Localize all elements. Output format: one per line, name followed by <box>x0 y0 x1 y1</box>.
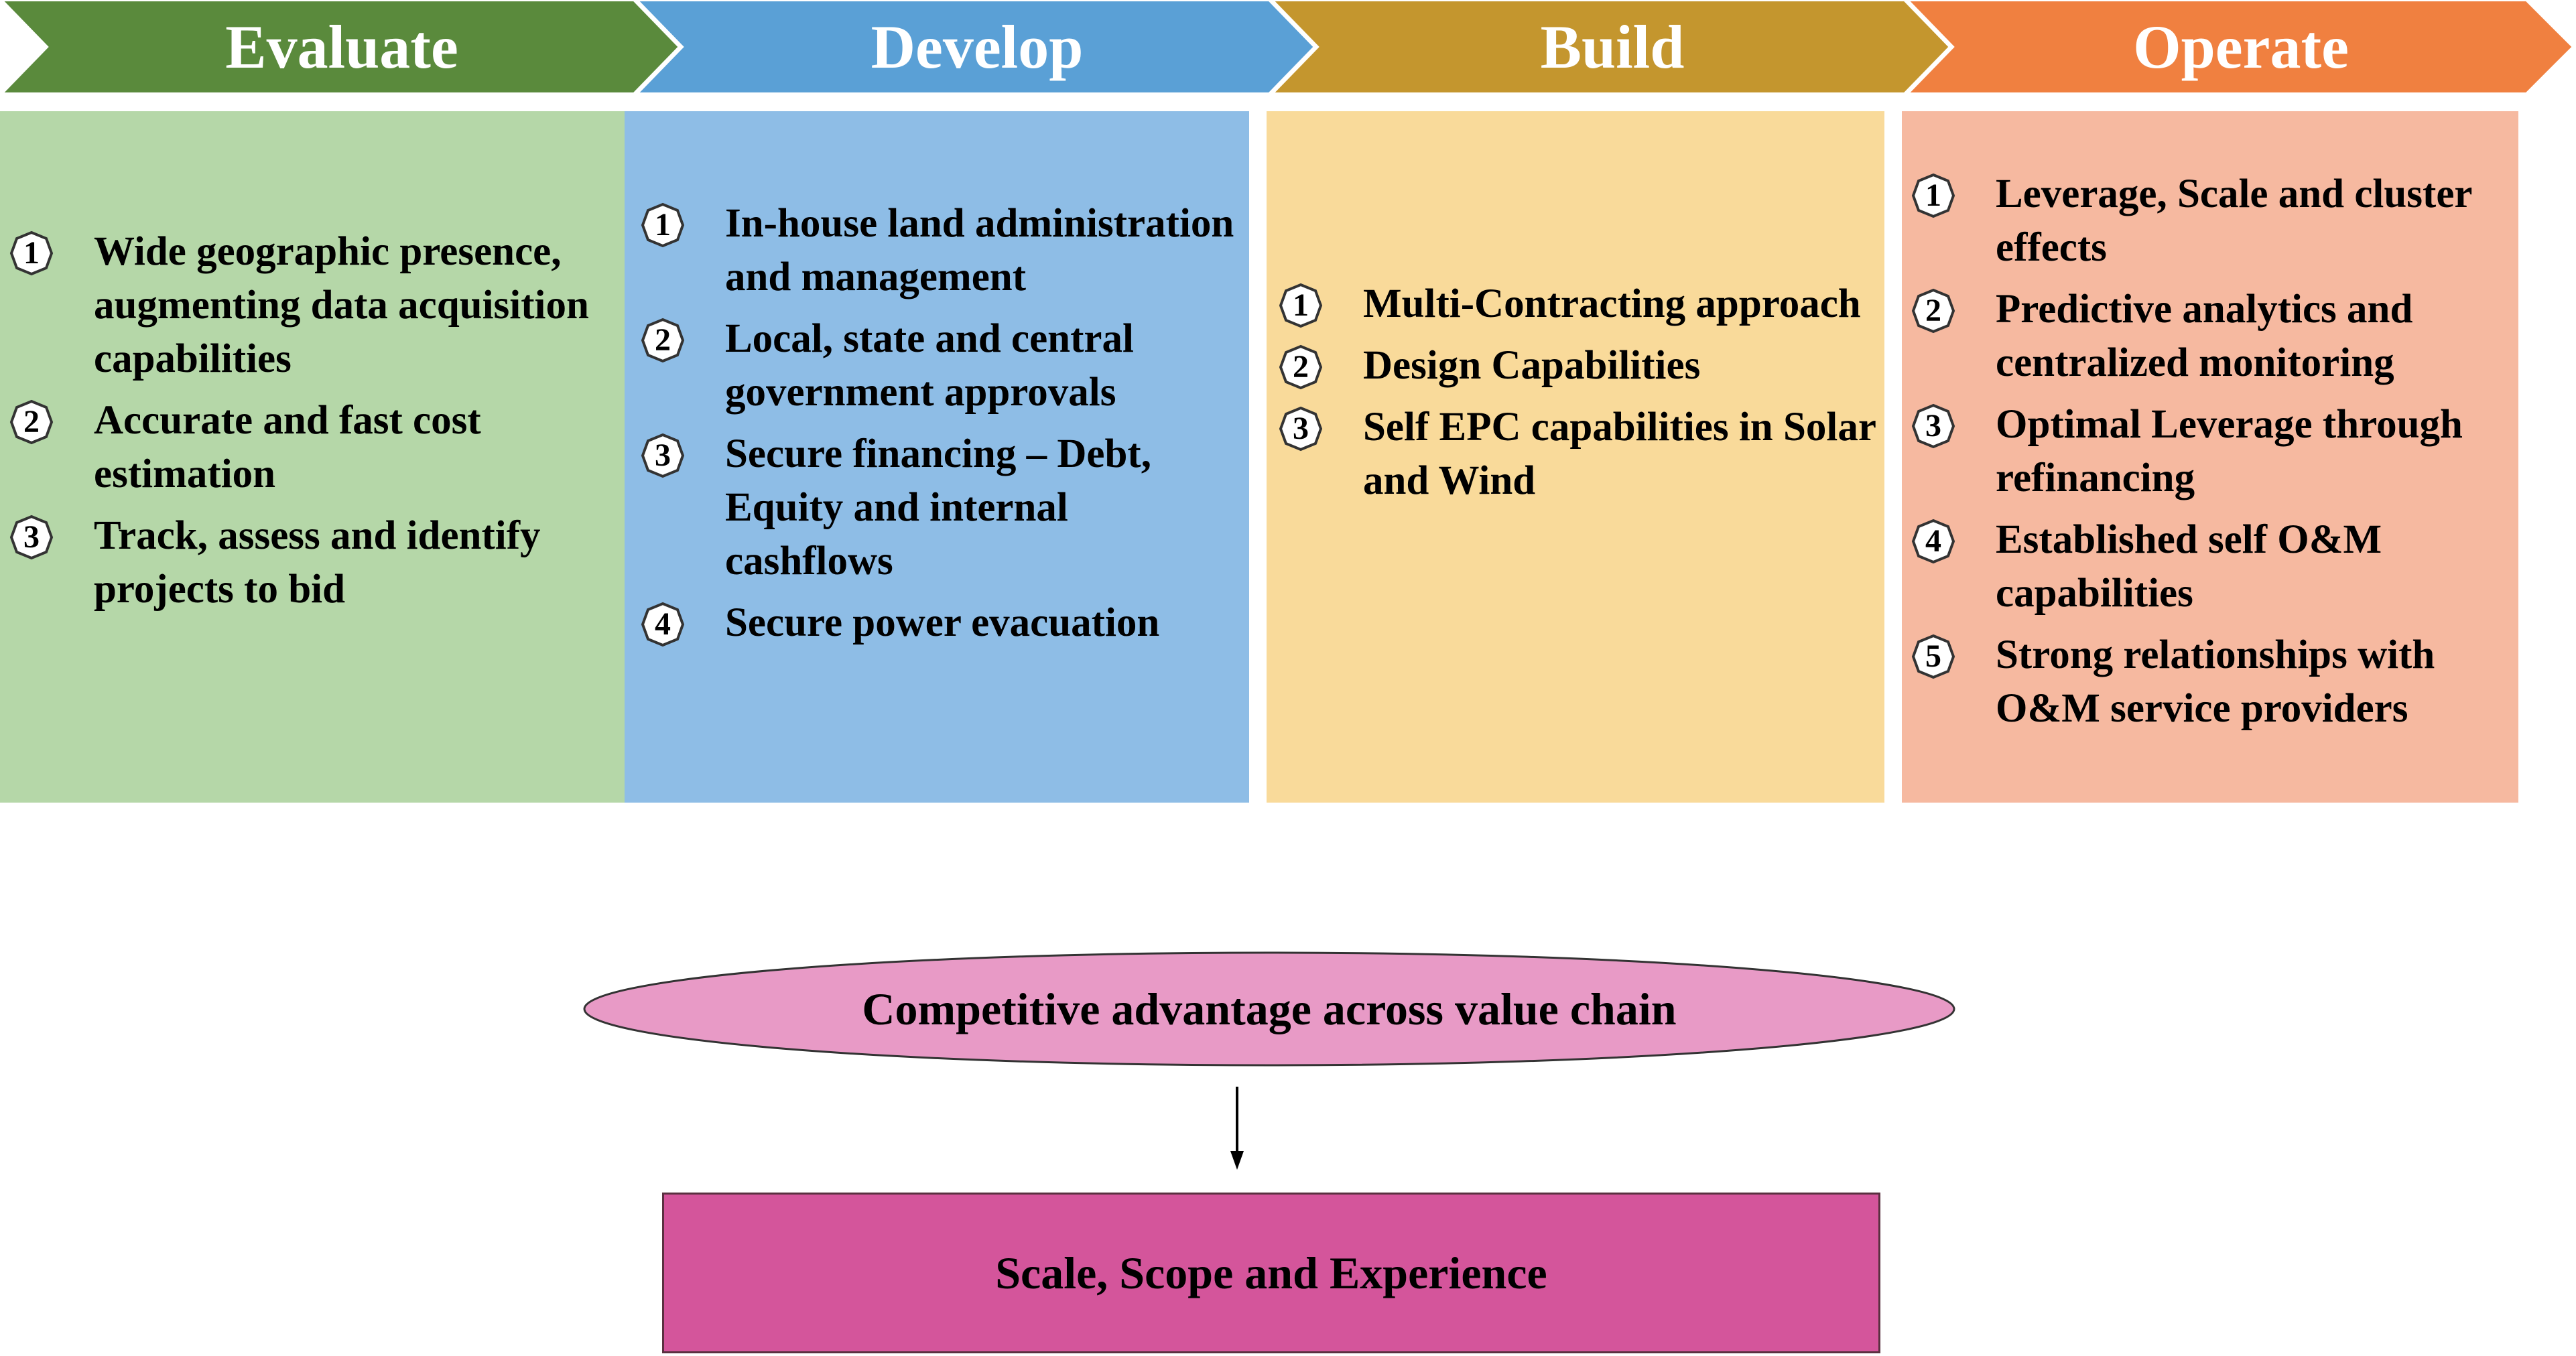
list-item: 2 Predictive analytics and centralized m… <box>1911 283 2514 390</box>
panel-operate: 1 Leverage, Scale and cluster effects 2 … <box>1902 111 2518 803</box>
number-badge-icon: 1 <box>9 230 54 276</box>
number-badge-icon: 5 <box>1911 634 1955 679</box>
badge-number: 5 <box>1925 638 1941 674</box>
stage-header-operate: Operate <box>1906 0 2576 94</box>
item-text: Secure financing – Debt, Equity and inte… <box>725 431 1151 584</box>
panel-evaluate: 1 Wide geographic presence, augmenting d… <box>0 111 625 803</box>
item-text: Self EPC capabilities in Solar and Wind <box>1363 405 1876 503</box>
badge-number: 3 <box>1925 408 1941 444</box>
list-item: 2 Design Capabilities <box>1279 339 1878 393</box>
badge-number: 3 <box>1293 411 1309 446</box>
number-badge-icon: 4 <box>1911 519 1955 564</box>
number-badge-icon: 1 <box>1279 283 1323 328</box>
competitive-advantage-ellipse: Competitive advantage across value chain <box>582 950 1957 1068</box>
badge-number: 3 <box>23 519 40 555</box>
list-item: 1 Leverage, Scale and cluster effects <box>1911 167 2514 275</box>
list-item: 4 Established self O&M capabilities <box>1911 513 2514 620</box>
list-item: 5 Strong relationships with O&M service … <box>1911 628 2514 736</box>
number-badge-icon: 2 <box>1911 288 1955 334</box>
panel-build: 1 Multi-Contracting approach 2 Design Ca… <box>1267 111 1884 803</box>
badge-number: 1 <box>655 207 671 243</box>
item-text: Track, assess and identify projects to b… <box>94 513 541 612</box>
down-arrow-icon <box>1230 1087 1244 1170</box>
badge-number: 1 <box>1925 178 1941 213</box>
badge-number: 4 <box>655 606 671 642</box>
ellipse-shape <box>583 951 1955 1067</box>
badge-number: 2 <box>1925 293 1941 328</box>
item-text: Secure power evacuation <box>725 600 1160 645</box>
stage-title-develop: Develop <box>871 13 1084 81</box>
chevron-shape <box>635 0 1317 94</box>
item-text: Leverage, Scale and cluster effects <box>1996 172 2472 270</box>
list-item: 2 Accurate and fast cost estimation <box>9 394 618 501</box>
badge-number: 3 <box>655 437 671 473</box>
number-badge-icon: 3 <box>641 433 685 478</box>
list-item: 3 Track, assess and identify projects to… <box>9 509 618 616</box>
item-text: Wide geographic presence, augmenting dat… <box>94 229 589 381</box>
chevron-shape <box>1271 0 1952 94</box>
item-text: Accurate and fast cost estimation <box>94 398 481 496</box>
badge-number: 2 <box>1293 349 1309 385</box>
number-badge-icon: 2 <box>9 399 54 445</box>
item-text: Predictive analytics and centralized mon… <box>1996 287 2413 385</box>
badge-number: 2 <box>23 404 40 439</box>
number-badge-icon: 3 <box>1279 406 1323 452</box>
stage-header-evaluate: Evaluate <box>0 0 684 94</box>
badge-number: 4 <box>1925 523 1941 559</box>
panel-develop: 1 In-house land administration and manag… <box>625 111 1249 803</box>
list-item: 3 Secure financing – Debt, Equity and in… <box>641 427 1242 588</box>
list-item: 1 Wide geographic presence, augmenting d… <box>9 225 618 386</box>
item-text: Design Capabilities <box>1363 343 1701 388</box>
stage-title-build: Build <box>1540 13 1685 81</box>
number-badge-icon: 1 <box>1911 173 1955 218</box>
list-item: 3 Optimal Leverage through refinancing <box>1911 398 2514 505</box>
item-text: Multi-Contracting approach <box>1363 281 1861 326</box>
item-text: Strong relationships with O&M service pr… <box>1996 632 2435 731</box>
list-item: 1 In-house land administration and manag… <box>641 197 1242 304</box>
chevron-shape <box>1906 0 2575 94</box>
stage-title-evaluate: Evaluate <box>225 13 458 81</box>
scale-scope-experience-box: Scale, Scope and Experience <box>662 1193 1880 1353</box>
number-badge-icon: 4 <box>641 602 685 647</box>
list-item: 4 Secure power evacuation <box>641 596 1242 650</box>
number-badge-icon: 3 <box>1911 403 1955 449</box>
number-badge-icon: 1 <box>641 202 685 248</box>
item-text: Optimal Leverage through refinancing <box>1996 402 2463 500</box>
badge-number: 2 <box>655 322 671 358</box>
list-item: 2 Local, state and central government ap… <box>641 312 1242 419</box>
item-text: In-house land administration and managem… <box>725 201 1234 299</box>
number-badge-icon: 3 <box>9 515 54 560</box>
advantage-label: Competitive advantage across value chain <box>862 983 1677 1034</box>
stage-header-develop: Develop <box>635 0 1319 94</box>
item-text: Established self O&M capabilities <box>1996 517 2382 616</box>
number-badge-icon: 2 <box>641 318 685 363</box>
chevron-shape <box>0 0 682 94</box>
list-item: 1 Multi-Contracting approach <box>1279 277 1878 331</box>
number-badge-icon: 2 <box>1279 344 1323 390</box>
list-item: 3 Self EPC capabilities in Solar and Win… <box>1279 401 1878 508</box>
stage-header-build: Build <box>1271 0 1954 94</box>
item-text: Local, state and central government appr… <box>725 316 1134 415</box>
stage-title-operate: Operate <box>2133 13 2349 81</box>
badge-number: 1 <box>1293 287 1309 323</box>
badge-number: 1 <box>23 235 40 271</box>
